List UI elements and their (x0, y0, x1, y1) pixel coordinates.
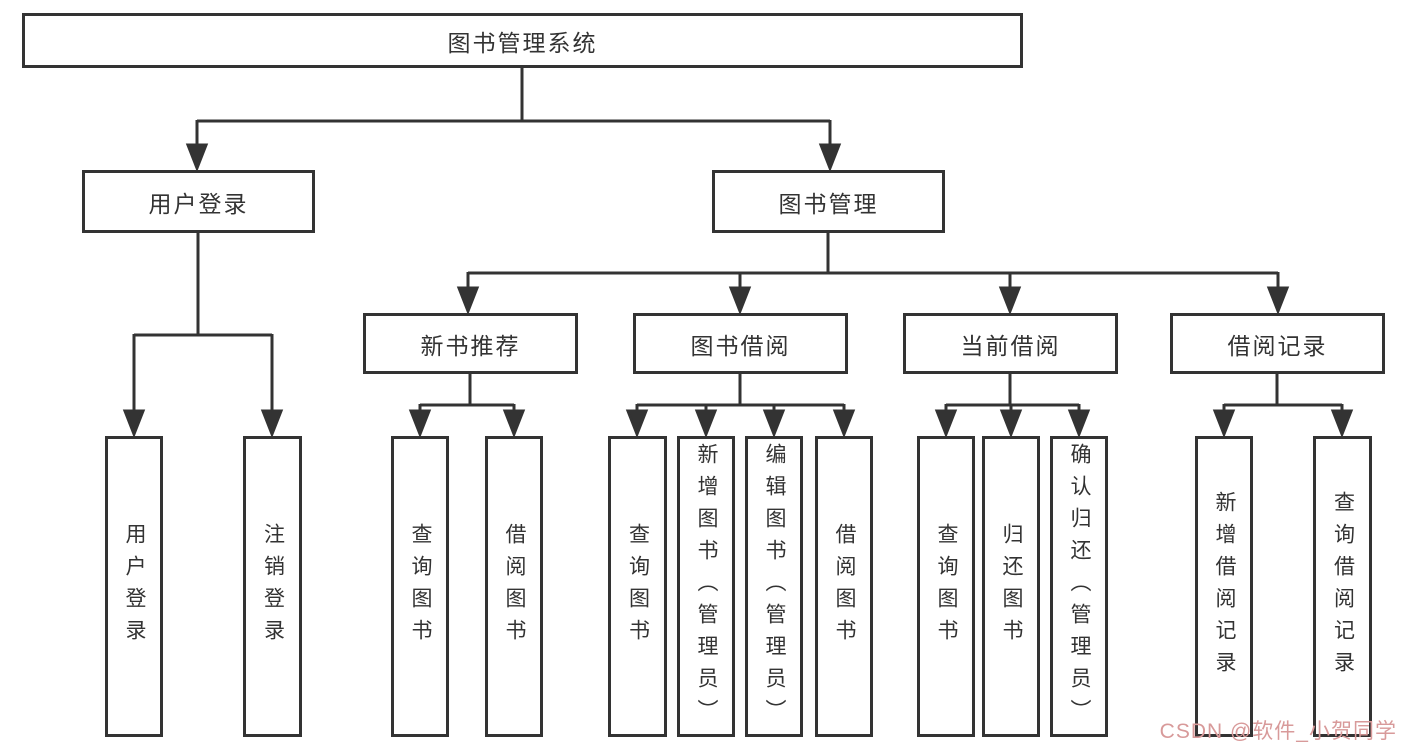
node-root-label: 图书管理系统 (447, 29, 598, 56)
node-user-login: 用户登录 (82, 170, 315, 233)
node-add-borrow-record: 新增借阅记录 (1195, 436, 1253, 737)
node-borrowing-records-label: 借阅记录 (1227, 332, 1328, 359)
node-return-books: 归还图书 (982, 436, 1040, 737)
node-root: 图书管理系统 (22, 13, 1023, 68)
node-add-books-admin: 新增图书（管理员） (677, 436, 735, 737)
node-book-management: 图书管理 (712, 170, 945, 233)
node-query-books-borrowing: 查询图书 (608, 436, 667, 737)
node-logout: 注销登录 (243, 436, 302, 737)
node-book-management-label: 图书管理 (778, 190, 879, 217)
node-book-borrowing-label: 图书借阅 (690, 332, 791, 359)
node-new-book-recommend: 新书推荐 (363, 313, 578, 374)
node-query-books-current: 查询图书 (917, 436, 975, 737)
node-book-borrowing: 图书借阅 (633, 313, 848, 374)
node-borrow-books-recommend: 借阅图书 (485, 436, 543, 737)
csdn-watermark: CSDN @软件_小贺同学 (1159, 720, 1397, 743)
node-borrowing-records: 借阅记录 (1170, 313, 1385, 374)
node-query-books-recommend: 查询图书 (391, 436, 449, 737)
node-current-borrowing-label: 当前借阅 (960, 332, 1061, 359)
node-user-login-label: 用户登录 (148, 190, 249, 217)
node-user-login-action: 用户登录 (105, 436, 163, 737)
node-current-borrowing: 当前借阅 (903, 313, 1118, 374)
node-borrow-books-borrowing: 借阅图书 (815, 436, 873, 737)
node-edit-books-admin: 编辑图书（管理员） (745, 436, 803, 737)
node-query-borrow-record: 查询借阅记录 (1313, 436, 1372, 737)
node-confirm-return-admin: 确认归还（管理员） (1050, 436, 1108, 737)
node-new-book-recommend-label: 新书推荐 (420, 332, 521, 359)
